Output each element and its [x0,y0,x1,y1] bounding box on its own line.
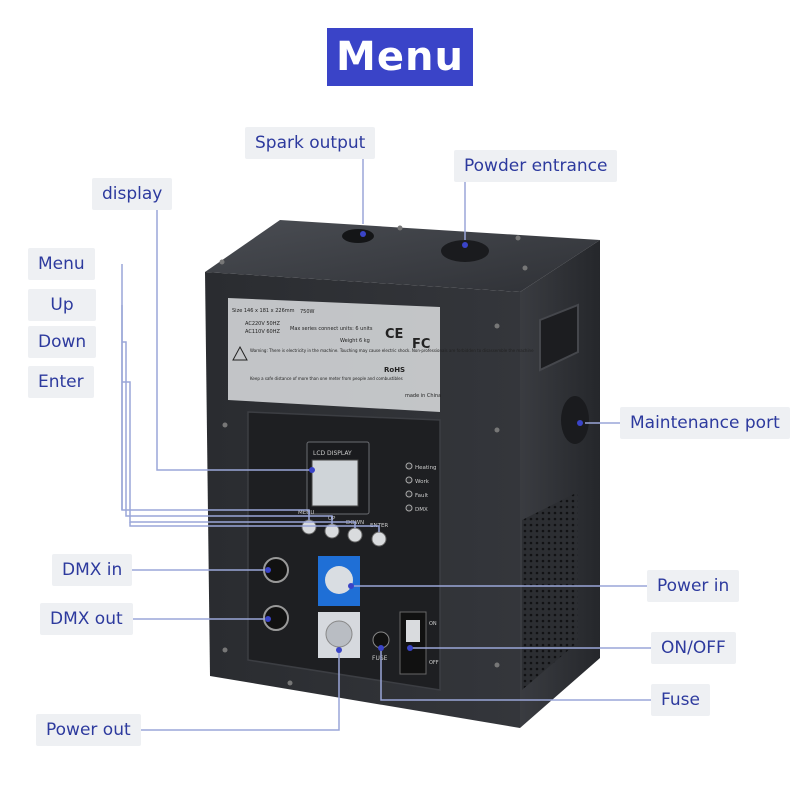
sticker-max-series: Max series connect units: 6 units [290,326,373,332]
maintenance-port-knob [561,396,589,444]
sticker-warning: Warning: There is electricity in the mac… [250,348,534,353]
sticker-weight: Weight 6 kg [340,338,370,344]
control-panel [247,411,441,691]
made-in-text: made in China [405,393,441,399]
label-power-in: Power in [647,570,740,602]
fuse-text: FUSE [372,655,388,662]
label-powder-entrance: Powder entrance [454,150,618,182]
down-button [347,527,363,543]
label-spark-output: Spark output [245,127,376,159]
spark-output-hole [342,229,374,243]
label-display: display [92,178,173,210]
label-power-out: Power out [36,714,141,746]
rohs-mark: RoHS [384,366,405,374]
led-heating-label: Heating [415,465,437,471]
menu-title: Menu [327,28,473,86]
label-down: Down [28,326,97,358]
led-work-label: Work [415,479,430,485]
label-fuse: Fuse [651,684,710,716]
sticker-ac220: AC220V 50HZ [245,321,280,327]
lcd-screen [311,459,359,507]
switch-off-text: OFF [429,660,439,666]
led-fault-label: Fault [415,493,429,499]
enter-button [371,531,387,547]
label-dmx-out: DMX out [40,603,133,635]
btn-menu-text: MENU [298,510,314,516]
ce-mark: CE [385,327,403,342]
label-on-off: ON/OFF [651,632,736,664]
lcd-display-label: LCD DISPLAY [313,450,352,457]
spec-sticker [228,298,440,412]
label-menu: Menu [28,248,95,280]
sticker-power: 750W [300,309,315,315]
powder-entrance-cap [441,240,489,262]
label-up: Up [28,289,96,321]
dmx-out-connector [263,605,289,631]
label-dmx-in: DMX in [52,554,133,586]
label-enter: Enter [28,366,94,398]
sticker-size: Size 146 x 181 x 226mm [232,308,295,314]
switch-on-text: ON [429,621,437,627]
warning-icon [232,345,248,361]
sticker-keep-safe: Keep a safe distance of more than one me… [250,376,403,381]
label-maintenance-port: Maintenance port [620,407,790,439]
top-face [205,220,600,292]
fc-mark: FC [412,337,430,352]
sticker-ac110: AC110V 60HZ [245,329,280,335]
vent-grill [522,492,578,690]
led-dmx-label: DMX [415,507,428,513]
leader-lines [121,158,651,731]
